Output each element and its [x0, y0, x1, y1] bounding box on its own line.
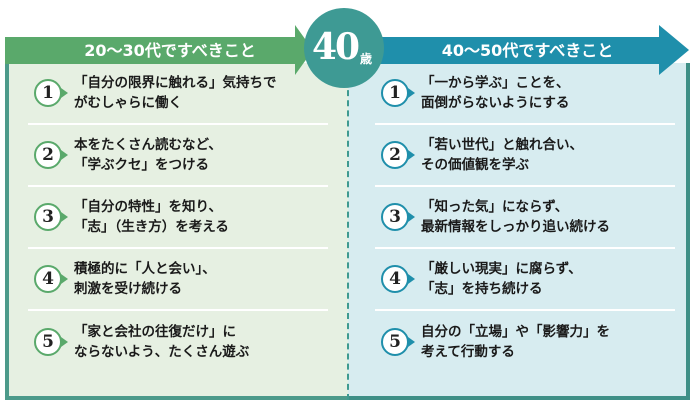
list-item: 4 「厳しい現実」に腐らず、「志」を持ち続ける [375, 249, 675, 311]
list-item: 5 「家と会社の往復だけ」にならないよう、たくさん遊ぶ [28, 311, 328, 373]
number-circle-icon: 3 [381, 203, 409, 231]
list-item: 3 「自分の特性」を知り、「志」（生き方）を考える [28, 187, 328, 249]
item-line1: 「自分の特性」を知り、 [74, 199, 222, 215]
left-header-label: 20～30代ですべきこと [84, 41, 256, 60]
left-list: 1 「自分の限界に触れる」気持ちでがむしゃらに働く 2 本をたくさん読むなど、「… [28, 63, 328, 373]
item-text: 積極的に「人と会い」、刺激を受け続ける [74, 259, 216, 299]
item-line2: 「志」を持ち続ける [421, 281, 543, 297]
item-line1: 本をたくさん読むなど、 [74, 137, 222, 153]
number-circle-icon: 3 [34, 203, 62, 231]
pointer-triangle-icon [61, 150, 68, 160]
item-line1: 「知った気」にならず、 [421, 199, 569, 215]
item-line2: 「志」（生き方）を考える [74, 219, 229, 235]
item-line1: 積極的に「人と会い」、 [74, 261, 216, 277]
number-circle-icon: 4 [34, 265, 62, 293]
item-line1: 「自分の限界に触れる」気持ちで [74, 75, 277, 91]
item-line2: その価値観を学ぶ [421, 157, 529, 173]
number-circle-icon: 4 [381, 265, 409, 293]
pointer-triangle-icon [408, 337, 415, 347]
list-item: 3 「知った気」にならず、最新情報をしっかり追い続ける [375, 187, 675, 249]
age-badge: 40 歳 [304, 8, 384, 88]
age-number: 40 [312, 26, 360, 68]
item-line2: 面倒がらないようにする [421, 95, 570, 111]
item-line2: ならないよう、たくさん遊ぶ [74, 344, 250, 360]
item-line1: 「若い世代」と触れ合い、 [421, 137, 583, 153]
right-header-arrow: 40～50代ですべきこと [375, 37, 660, 64]
left-header-arrow: 20～30代ですべきこと [5, 37, 295, 64]
list-item: 4 積極的に「人と会い」、刺激を受け続ける [28, 249, 328, 311]
item-line2: 刺激を受け続ける [74, 281, 182, 297]
item-text: 自分の「立場」や「影響力」を考えて行動する [421, 322, 610, 362]
item-text: 「一から学ぶ」ことを、面倒がらないようにする [421, 73, 570, 113]
pointer-triangle-icon [61, 88, 68, 98]
list-item: 2 本をたくさん読むなど、「学ぶクセ」をつける [28, 125, 328, 187]
pointer-triangle-icon [408, 88, 415, 98]
right-header-label: 40～50代ですべきこと [441, 41, 614, 60]
item-line2: がむしゃらに働く [74, 95, 182, 111]
right-arrowhead-icon [659, 25, 689, 75]
item-line1: 「一から学ぶ」ことを、 [421, 75, 570, 91]
pointer-triangle-icon [61, 337, 68, 347]
number-circle-icon: 1 [34, 79, 62, 107]
pointer-triangle-icon [408, 212, 415, 222]
right-list: 1 「一から学ぶ」ことを、面倒がらないようにする 2 「若い世代」と触れ合い、そ… [375, 63, 675, 373]
pointer-triangle-icon [61, 274, 68, 284]
age-unit: 歳 [360, 52, 373, 66]
list-item: 2 「若い世代」と触れ合い、その価値観を学ぶ [375, 125, 675, 187]
item-line2: 「学ぶクセ」をつける [74, 157, 209, 173]
number-circle-icon: 2 [34, 141, 62, 169]
number-circle-icon: 5 [34, 328, 62, 356]
item-text: 本をたくさん読むなど、「学ぶクセ」をつける [74, 135, 222, 175]
item-line1: 自分の「立場」や「影響力」を [421, 324, 610, 340]
item-line1: 「家と会社の往復だけ」に [74, 324, 236, 340]
dashed-divider [347, 80, 349, 400]
number-circle-icon: 5 [381, 328, 409, 356]
list-item: 1 「自分の限界に触れる」気持ちでがむしゃらに働く [28, 63, 328, 125]
item-text: 「家と会社の往復だけ」にならないよう、たくさん遊ぶ [74, 322, 249, 362]
item-text: 「厳しい現実」に腐らず、「志」を持ち続ける [421, 259, 582, 299]
item-text: 「自分の特性」を知り、「志」（生き方）を考える [74, 197, 229, 237]
item-text: 「知った気」にならず、最新情報をしっかり追い続ける [421, 197, 610, 237]
item-line2: 考えて行動する [421, 344, 515, 360]
pointer-triangle-icon [408, 274, 415, 284]
number-circle-icon: 1 [381, 79, 409, 107]
item-line2: 最新情報をしっかり追い続ける [421, 219, 610, 235]
item-text: 「若い世代」と触れ合い、その価値観を学ぶ [421, 135, 583, 175]
list-item: 5 自分の「立場」や「影響力」を考えて行動する [375, 311, 675, 373]
pointer-triangle-icon [408, 150, 415, 160]
item-line1: 「厳しい現実」に腐らず、 [421, 261, 582, 277]
number-circle-icon: 2 [381, 141, 409, 169]
list-item: 1 「一から学ぶ」ことを、面倒がらないようにする [375, 63, 675, 125]
pointer-triangle-icon [61, 212, 68, 222]
item-text: 「自分の限界に触れる」気持ちでがむしゃらに働く [74, 73, 277, 113]
